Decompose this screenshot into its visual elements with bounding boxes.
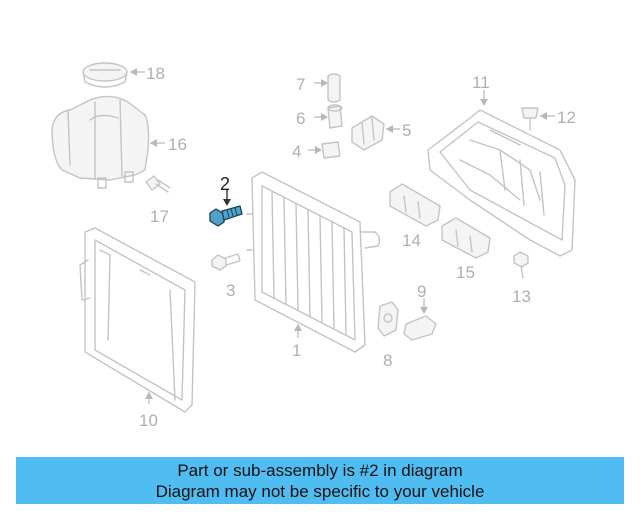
banner-line-2: Diagram may not be specific to your vehi… (155, 481, 485, 501)
part-16-expansion-tank[interactable] (51, 95, 150, 189)
callout-10[interactable]: 10 (139, 411, 158, 430)
part-13-bolt[interactable] (513, 251, 529, 279)
callout-16[interactable]: 16 (168, 135, 187, 154)
part-6-bushing[interactable] (327, 104, 343, 129)
callout-18[interactable]: 18 (146, 64, 165, 83)
callout-17[interactable]: 17 (150, 207, 169, 226)
callout-3[interactable]: 3 (226, 281, 235, 300)
part-15-bracket[interactable] (441, 217, 491, 259)
part-7-grommet[interactable] (327, 73, 341, 103)
callout-2[interactable]: 2 (220, 174, 230, 194)
part-9-mount[interactable] (403, 315, 437, 341)
callout-5[interactable]: 5 (402, 121, 411, 140)
part-18-reservoir-cap[interactable] (82, 62, 128, 88)
callout-14[interactable]: 14 (402, 231, 421, 250)
banner-line-1: Part or sub-assembly is #2 in diagram (177, 460, 463, 480)
callout-4[interactable]: 4 (292, 142, 301, 161)
part-3-bolt[interactable] (211, 253, 241, 271)
callout-9[interactable]: 9 (417, 282, 426, 301)
part-8-mount[interactable] (377, 301, 399, 337)
callout-13[interactable]: 13 (512, 287, 531, 306)
callout-6[interactable]: 6 (296, 109, 305, 128)
callout-7[interactable]: 7 (296, 75, 305, 94)
callout-15[interactable]: 15 (456, 263, 475, 282)
part-10-fan-shroud[interactable] (79, 227, 196, 413)
part-11-air-deflector[interactable] (427, 109, 576, 257)
parts-diagram: 18 16 17 10 2 3 (51, 62, 576, 430)
part-info-banner: Part or sub-assembly is #2 in diagram Di… (16, 457, 624, 504)
part-12-clip[interactable] (521, 107, 539, 131)
part-1-radiator[interactable] (246, 171, 381, 353)
part-4-bushing[interactable] (321, 141, 341, 159)
callout-8[interactable]: 8 (383, 351, 392, 370)
part-14-bracket[interactable] (389, 183, 441, 227)
part-17-bolt[interactable] (145, 175, 171, 193)
callout-11[interactable]: 11 (472, 73, 490, 92)
part-5-bracket[interactable] (351, 115, 385, 151)
part-2-bolt[interactable] (209, 205, 243, 227)
callout-12[interactable]: 12 (557, 108, 576, 127)
callout-1[interactable]: 1 (292, 341, 301, 360)
